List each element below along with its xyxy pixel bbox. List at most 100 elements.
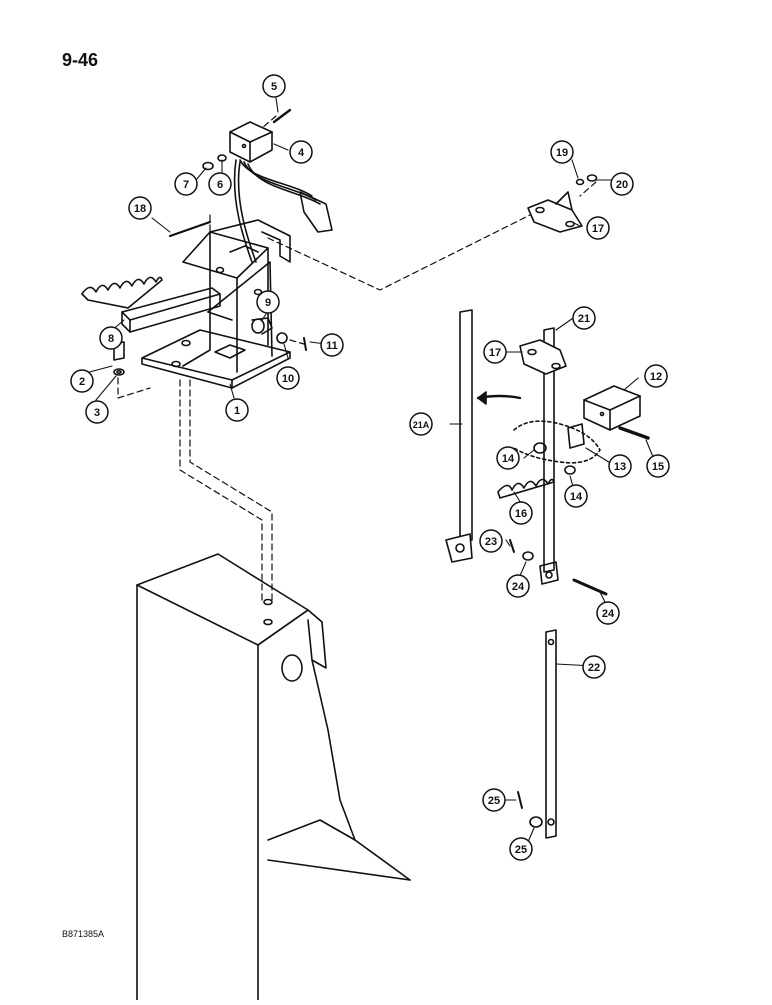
callout-20: 20 (610, 172, 634, 196)
spacer-upper (533, 442, 547, 454)
washer (575, 178, 585, 186)
callout-label: 4 (298, 147, 305, 159)
callout-7: 7 (174, 172, 198, 196)
callout-18: 18 (128, 196, 152, 220)
callout-circle (262, 74, 286, 98)
callout-label: 25 (515, 844, 527, 856)
callout-circle (586, 216, 610, 240)
callout-14: 14 (564, 484, 588, 508)
hidden-outline (513, 420, 601, 464)
callout-label: 9 (265, 297, 271, 309)
switch-right (583, 385, 641, 431)
callout-6: 6 (208, 172, 232, 196)
callout-3: 3 (85, 400, 109, 424)
callout-label: 18 (134, 203, 146, 215)
callout-circle (225, 398, 249, 422)
switch-plate (567, 423, 585, 449)
callout-21a: 21A (409, 412, 433, 436)
spacer-washer (276, 332, 288, 344)
bolt (572, 578, 608, 596)
callout-circle (506, 574, 530, 598)
callout-circle (582, 655, 606, 679)
callout-layer: 123456789101112131414151617171819202121A… (70, 74, 670, 861)
callout-label: 12 (650, 371, 662, 383)
callout-circle (496, 446, 520, 470)
callout-label: 13 (614, 461, 626, 473)
return-spring-right (497, 478, 555, 499)
callout-circle (128, 196, 152, 220)
callout-label: 22 (588, 662, 600, 674)
pivot-shaft (121, 287, 221, 333)
callout-label: 16 (515, 508, 527, 520)
callout-17: 17 (483, 340, 507, 364)
lever-21A (445, 309, 473, 563)
callout-label: 23 (485, 536, 497, 548)
pin (303, 337, 307, 351)
figure-code: B871385A (62, 929, 105, 939)
callout-label: 2 (79, 376, 85, 388)
callout-15: 15 (646, 454, 670, 478)
callout-10: 10 (276, 366, 300, 390)
callout-25: 25 (509, 837, 533, 861)
callout-circle (482, 788, 506, 812)
pedestal-column (136, 553, 411, 1001)
actuator-plate (527, 191, 583, 233)
washer (529, 816, 543, 828)
callout-circle (174, 172, 198, 196)
switch-assembly (229, 108, 333, 263)
callout-circle (320, 333, 344, 357)
callout-23: 23 (479, 529, 503, 553)
callout-label: 1 (234, 405, 240, 417)
callout-25: 25 (482, 788, 506, 812)
callout-14: 14 (496, 446, 520, 470)
callout-5: 5 (262, 74, 286, 98)
spacer-lower (564, 465, 576, 475)
callout-label: 15 (652, 461, 664, 473)
assembly-lines (117, 115, 597, 601)
callout-label: 24 (512, 581, 525, 593)
callout-circle (99, 326, 123, 350)
callout-19: 19 (550, 140, 574, 164)
callout-circle (564, 484, 588, 508)
callout-11: 11 (320, 333, 344, 357)
callout-label: 21 (578, 313, 590, 325)
callout-circle (509, 837, 533, 861)
callout-label: 3 (94, 407, 100, 419)
callout-2: 2 (70, 369, 94, 393)
callout-4: 4 (289, 140, 313, 164)
callout-circle (644, 364, 668, 388)
callout-label: 8 (108, 333, 114, 345)
callout-13: 13 (608, 454, 632, 478)
callout-circle (610, 172, 634, 196)
mounting-bracket (141, 219, 291, 389)
callout-circle (289, 140, 313, 164)
callout-circle (256, 290, 280, 314)
callout-label: 10 (282, 373, 294, 385)
nut (202, 161, 214, 171)
callout-circle (509, 501, 533, 525)
callout-circle (276, 366, 300, 390)
callout-16: 16 (509, 501, 533, 525)
pin (618, 426, 650, 440)
callout-label: 17 (489, 347, 501, 359)
callout-circle (608, 454, 632, 478)
callout-circle (596, 601, 620, 625)
link-22 (545, 629, 557, 839)
callout-label: 20 (616, 179, 628, 191)
callout-label: 6 (217, 179, 223, 191)
callout-circle (646, 454, 670, 478)
callout-24: 24 (596, 601, 620, 625)
callout-label: 7 (183, 179, 189, 191)
callout-9: 9 (256, 290, 280, 314)
callout-22: 22 (582, 655, 606, 679)
callout-8: 8 (99, 326, 123, 350)
callout-label: 24 (602, 608, 615, 620)
lever-21 (519, 327, 567, 585)
callout-1: 1 (225, 398, 249, 422)
callout-circle (409, 412, 433, 436)
nut (586, 174, 598, 182)
callout-label: 14 (502, 453, 515, 465)
bolt (168, 220, 212, 238)
